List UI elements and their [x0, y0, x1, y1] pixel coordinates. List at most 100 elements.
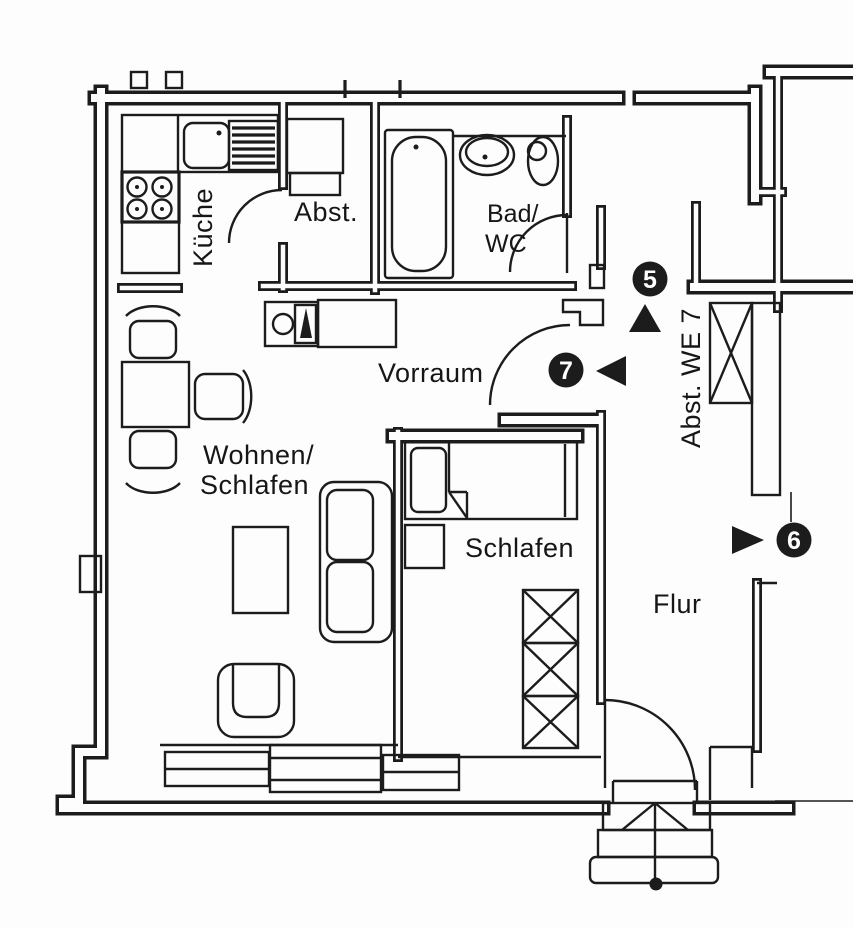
threshold: [611, 779, 699, 803]
living-room-furniture: [120, 305, 394, 739]
doors: [227, 188, 697, 791]
armchair-back: [242, 369, 253, 424]
wall-pier: [78, 554, 103, 594]
marker-5-circle: [632, 261, 668, 297]
bathtub-inner: [390, 135, 448, 273]
marker-5: 5: [629, 261, 668, 332]
wardrobe-cross: [522, 642, 579, 697]
entry-wall-stub: [708, 745, 754, 800]
washer-panel: [293, 303, 318, 345]
window-glass-line: [270, 756, 381, 782]
label-abst-we7: Abst. WE 7: [676, 308, 706, 448]
marker-6-number: 6: [787, 527, 801, 555]
windows: [160, 743, 601, 794]
armchair-seat: [231, 664, 281, 719]
wardrobe-cross: [522, 695, 579, 749]
pillow: [409, 446, 448, 514]
bathtub-icon: [383, 128, 455, 280]
bed-icon: [403, 440, 579, 521]
chair-back: [125, 305, 181, 317]
partition-walls-inner: [119, 69, 785, 760]
chair-back: [125, 482, 181, 494]
chair-icon: [128, 319, 178, 360]
outer-walls-inner: [59, 68, 853, 812]
door-jamb-stub: [561, 298, 605, 327]
drainer-unit: [227, 119, 280, 172]
wall-notch: [129, 70, 149, 90]
bathroom-fixtures: [383, 128, 566, 280]
stair-direction-lines: [621, 802, 689, 884]
label-flur: Flur: [653, 589, 702, 619]
door-arc-bad: [508, 213, 568, 273]
dining-table: [120, 360, 191, 429]
burner: [126, 198, 148, 220]
closet-icon: [708, 301, 754, 405]
label-wohnen-line1: Wohnen/: [203, 440, 314, 470]
washer-mark: [300, 308, 312, 338]
closet-cross: [708, 302, 754, 404]
toilet-icon: [526, 135, 560, 187]
toilet-bowl: [526, 140, 548, 162]
door-arc-flur: [604, 698, 697, 791]
label-kueche: Küche: [188, 188, 218, 267]
washbasin-inner: [464, 136, 510, 168]
window-bay: [268, 743, 383, 794]
kitchen-sink-icon: [182, 121, 231, 170]
hall-closet: [708, 301, 754, 405]
nightstand: [403, 523, 446, 570]
marker-7: 7: [548, 352, 626, 388]
sink-drain-dot: [216, 130, 222, 136]
marker-5-number: 5: [643, 266, 657, 294]
wall-hook: [588, 263, 606, 290]
washbasin-icon: [458, 133, 516, 177]
label-wohnen-line2: Schlafen: [200, 470, 309, 500]
label-bad-line2: WC: [485, 230, 527, 258]
sofa-cushion: [325, 488, 375, 562]
kitchen-cabinet: [120, 220, 181, 275]
window-tick-marks: [343, 80, 402, 98]
photo-markers: 5 7 6: [548, 261, 812, 558]
vorraum-fixtures: [263, 298, 398, 349]
bedroom-furniture: [403, 440, 580, 750]
basin-drain-dot: [482, 154, 488, 160]
door-arc-kueche-abst: [227, 188, 283, 244]
washer-drum: [271, 312, 295, 336]
room-labels: Küche Abst. Bad/ WC Vorraum Wohnen/ Schl…: [188, 188, 706, 619]
wardrobe-icon: [521, 694, 580, 750]
marker-6-circle: [776, 522, 812, 558]
burner: [126, 176, 148, 198]
burner-dot: [135, 207, 139, 211]
blanket-fold: [447, 443, 469, 519]
marker-7-number: 7: [559, 357, 573, 385]
burner-dot: [160, 207, 164, 211]
armchair-icon: [216, 662, 296, 739]
label-vorraum: Vorraum: [378, 358, 484, 388]
shaft-wall: [750, 301, 782, 497]
drainer-stripes: [232, 126, 275, 165]
sofa-cushion: [325, 560, 375, 634]
door-arc-apartment-entrance: [488, 323, 571, 406]
label-abst: Abst.: [294, 197, 358, 227]
coffee-table: [231, 525, 290, 615]
burner: [151, 198, 173, 220]
sofa-icon: [318, 480, 394, 644]
burner: [151, 176, 173, 198]
arrow-left-icon: [596, 356, 626, 386]
burner-dot: [160, 185, 164, 189]
wardrobe-cross: [522, 589, 579, 644]
wall-notch: [164, 70, 184, 90]
label-bad-line1: Bad/: [487, 200, 538, 228]
arrow-right-icon: [732, 526, 764, 554]
arrow-up-icon: [629, 304, 661, 332]
stair-start-dot: [649, 877, 663, 891]
storage-fixtures: [285, 117, 345, 197]
kitchen-fixtures: [120, 113, 280, 275]
burner-dot: [135, 185, 139, 189]
marker-7-circle: [548, 352, 584, 388]
tub-drain-dot: [413, 144, 419, 150]
armchair-icon: [193, 372, 245, 421]
storage-shelf: [285, 117, 345, 175]
entrance-stairs: [588, 779, 720, 891]
label-schlafen: Schlafen: [465, 533, 574, 563]
